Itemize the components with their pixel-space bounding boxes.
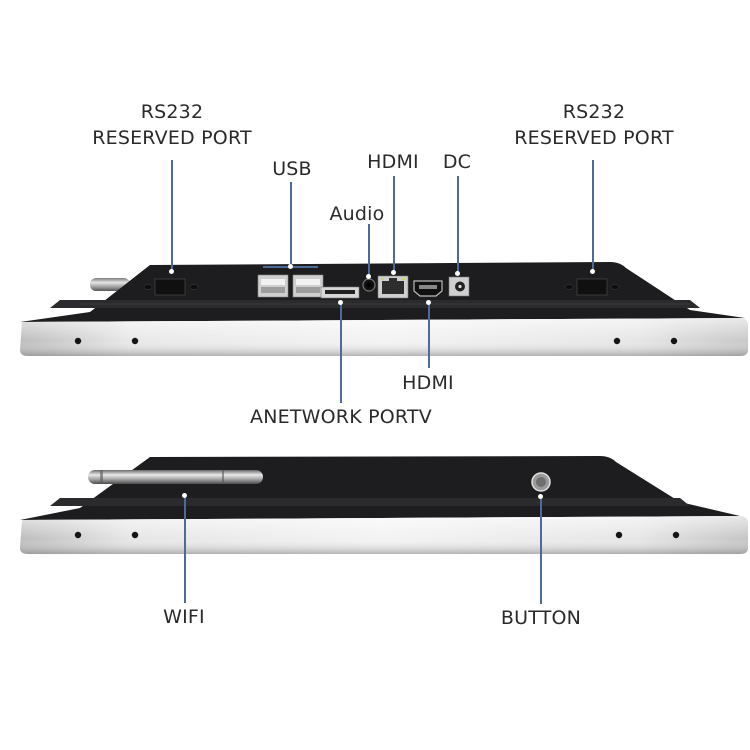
anchor-dot-usb (288, 264, 293, 269)
dc-jack (448, 276, 470, 297)
anchor-dot-wifi (182, 493, 187, 498)
anchor-dot-dc (455, 271, 460, 276)
leader-line-usb (290, 182, 292, 266)
leader-line-dc (457, 176, 459, 272)
label-hdmi-top: HDMI (367, 151, 419, 173)
chassis-bottom (20, 456, 740, 520)
wifi-antenna (88, 470, 263, 484)
label-dc: DC (442, 151, 472, 173)
antenna-stub (90, 278, 130, 291)
power-button (531, 472, 551, 492)
label-network: ANETWORK PORTV (250, 406, 432, 428)
rj45-port (377, 275, 409, 299)
label-button: BUTTON (500, 607, 582, 629)
label-rs232-left-line2: RESERVED PORT (92, 127, 252, 149)
label-usb: USB (272, 158, 312, 180)
rs232-port-right (564, 278, 620, 296)
network-slot (320, 286, 360, 299)
anchor-dot-hdmi-bottom (426, 300, 431, 305)
leader-line-button (540, 496, 542, 604)
leader-line-wifi (184, 495, 186, 603)
device-bottom-view (20, 456, 748, 554)
label-rs232-left: RS232 RESERVED PORT (72, 100, 272, 150)
anchor-dot-audio (366, 274, 371, 279)
label-rs232-left-line1: RS232 (140, 101, 204, 123)
leader-line-audio (368, 224, 370, 276)
label-audio: Audio (329, 203, 385, 225)
label-rs232-right-line2: RESERVED PORT (514, 127, 674, 149)
anchor-dot-hdmi-top (391, 270, 396, 275)
leader-line-rs232-right (592, 160, 594, 271)
label-hdmi-bottom: HDMI (402, 372, 454, 394)
audio-jack (362, 278, 376, 292)
leader-line-network (340, 302, 342, 403)
leader-line-rs232-left (171, 160, 173, 271)
anchor-dot-rs232-left (169, 269, 174, 274)
label-rs232-right: RS232 RESERVED PORT (494, 100, 694, 150)
usb-ports (257, 274, 324, 298)
hdmi-port (413, 280, 443, 297)
label-rs232-right-line1: RS232 (562, 101, 626, 123)
anchor-dot-network (338, 300, 343, 305)
anchor-dot-button (538, 494, 543, 499)
label-wifi: WIFI (163, 606, 205, 628)
leader-line-hdmi-top (393, 176, 395, 272)
anchor-dot-rs232-right (590, 269, 595, 274)
rs232-port-left (143, 278, 199, 296)
device-top-view (20, 262, 748, 356)
leader-line-hdmi-bottom (428, 302, 430, 368)
